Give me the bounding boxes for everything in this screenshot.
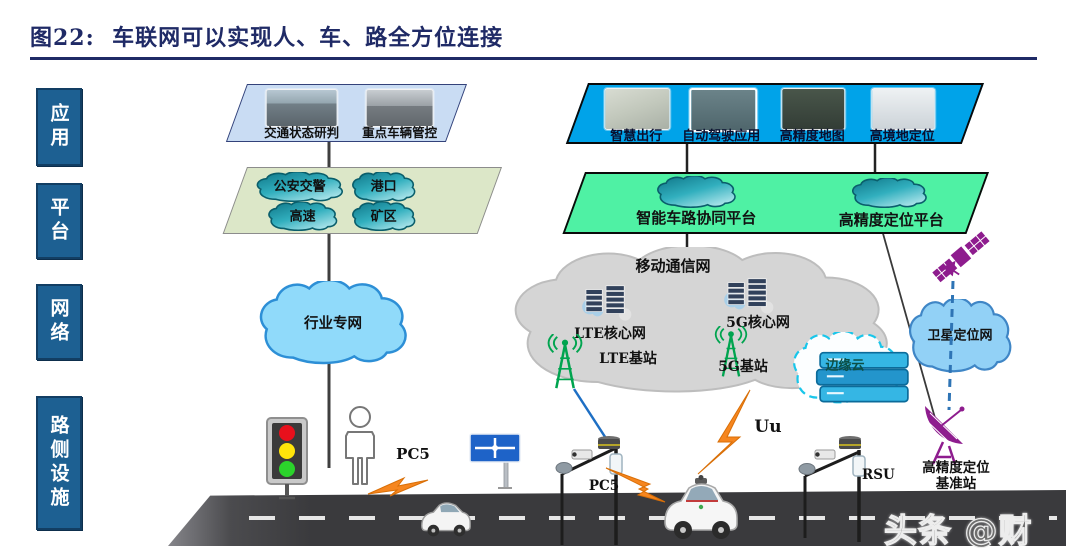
sidebar-item-network: 网络 [36,284,82,360]
application-left-panel: 交通状态研判 重点车辆管控 [225,84,467,142]
sidebar-label-roadside: 路侧设施 [47,415,70,511]
thumb-key-vehicles [365,89,434,127]
label-edge-cloud: 边缘云 [825,358,865,374]
industry-network-cloud: 行业专网 [258,281,408,365]
sidebar-label-application: 应用 [47,103,70,151]
lte-tower-icon [547,334,583,389]
label-lte-core: LTE核心网 [574,326,646,342]
edge-cloud: 边缘云 [792,332,909,404]
label-autonomous-driving: 自动驾驶应用 [682,129,761,144]
label-traffic-status: 交通状态研判 [264,125,340,140]
figure-number: 图22: [30,25,95,51]
label-5g-station: 5G基站 [718,359,768,375]
rsu-box-icon [609,453,623,475]
sidebar-label-platform: 平台 [47,197,70,245]
camera-icon [814,449,836,460]
label-hd-positioning: 高境地定位 [869,129,935,144]
sidebar-item-platform: 平台 [36,183,82,259]
sidebar-label-network: 网络 [47,298,70,346]
label-base-station-2: 基准站 [935,476,977,492]
sidebar-item-application: 应用 [36,88,82,166]
cloud-icon [657,176,736,208]
fiveg-core-servers-icon [724,278,774,314]
label-pc5-rsu: PC5 [588,478,620,494]
roadside-sensor-gantry-right [798,436,866,542]
cloud-mine: 矿区 [352,202,416,231]
cloud-police: 公安交警 [256,172,344,202]
thumb-traffic-status [265,89,338,127]
label-v2x-platform: 智能车路协同平台 [636,209,757,227]
satellite-network-cloud: 卫星定位网 [908,299,1012,373]
sidebar-item-roadside: 路侧设施 [36,396,82,530]
road-sign-icon [469,433,521,489]
radar-icon [798,463,816,475]
label-uu: Uu [754,417,782,437]
label-pc5-person: PC5 [396,445,430,463]
figure-title: 图22: 车联网可以实现人、车、路全方位连接 [30,20,503,52]
label-base-station-1: 高精度定位 [922,460,990,476]
cloud-port: 港口 [352,172,416,202]
figure-title-text: 车联网可以实现人、车、路全方位连接 [112,25,504,51]
thumb-autonomous-driving [689,88,758,132]
edge-servers-icon [815,351,909,403]
platform-left-panel: 公安交警 港口 高速 矿区 [222,167,502,234]
lte-core-servers-icon [582,285,632,321]
label-lte-station: LTE基站 [599,351,657,367]
positioning-dish-icon [925,406,965,465]
pedestrian-icon [345,406,375,485]
title-divider [30,57,1037,60]
cloud-positioning-platform-icon [851,178,927,208]
label-mobile-network: 移动通信网 [635,257,711,275]
label-key-vehicles: 重点车辆管控 [362,125,438,140]
autonomous-car-icon [664,475,738,539]
application-right-panel: 智慧出行 自动驾驶应用 高精度地图 高境地定位 [565,83,984,144]
cloud-v2x-platform-icon [656,176,736,208]
satellite-icon [930,229,992,284]
cloud-highway: 高速 [268,202,338,231]
watermark: 头条 @财是 [883,510,1033,560]
traffic-light-icon [266,417,308,500]
cloud-icon [852,178,927,208]
thumb-hd-map [781,88,846,130]
rsu-box-icon [852,455,866,477]
radar-icon [555,462,573,474]
thumb-hd-positioning [871,88,936,130]
label-smart-travel: 智慧出行 [610,129,663,144]
car-small-icon [421,502,471,537]
lane-markings [248,516,1058,520]
fiveg-tower-icon [714,326,748,377]
label-rsu: RSU [862,467,895,483]
label-hd-map: 高精度地图 [779,129,845,144]
camera-icon [571,449,593,460]
thumb-smart-travel [604,88,671,130]
